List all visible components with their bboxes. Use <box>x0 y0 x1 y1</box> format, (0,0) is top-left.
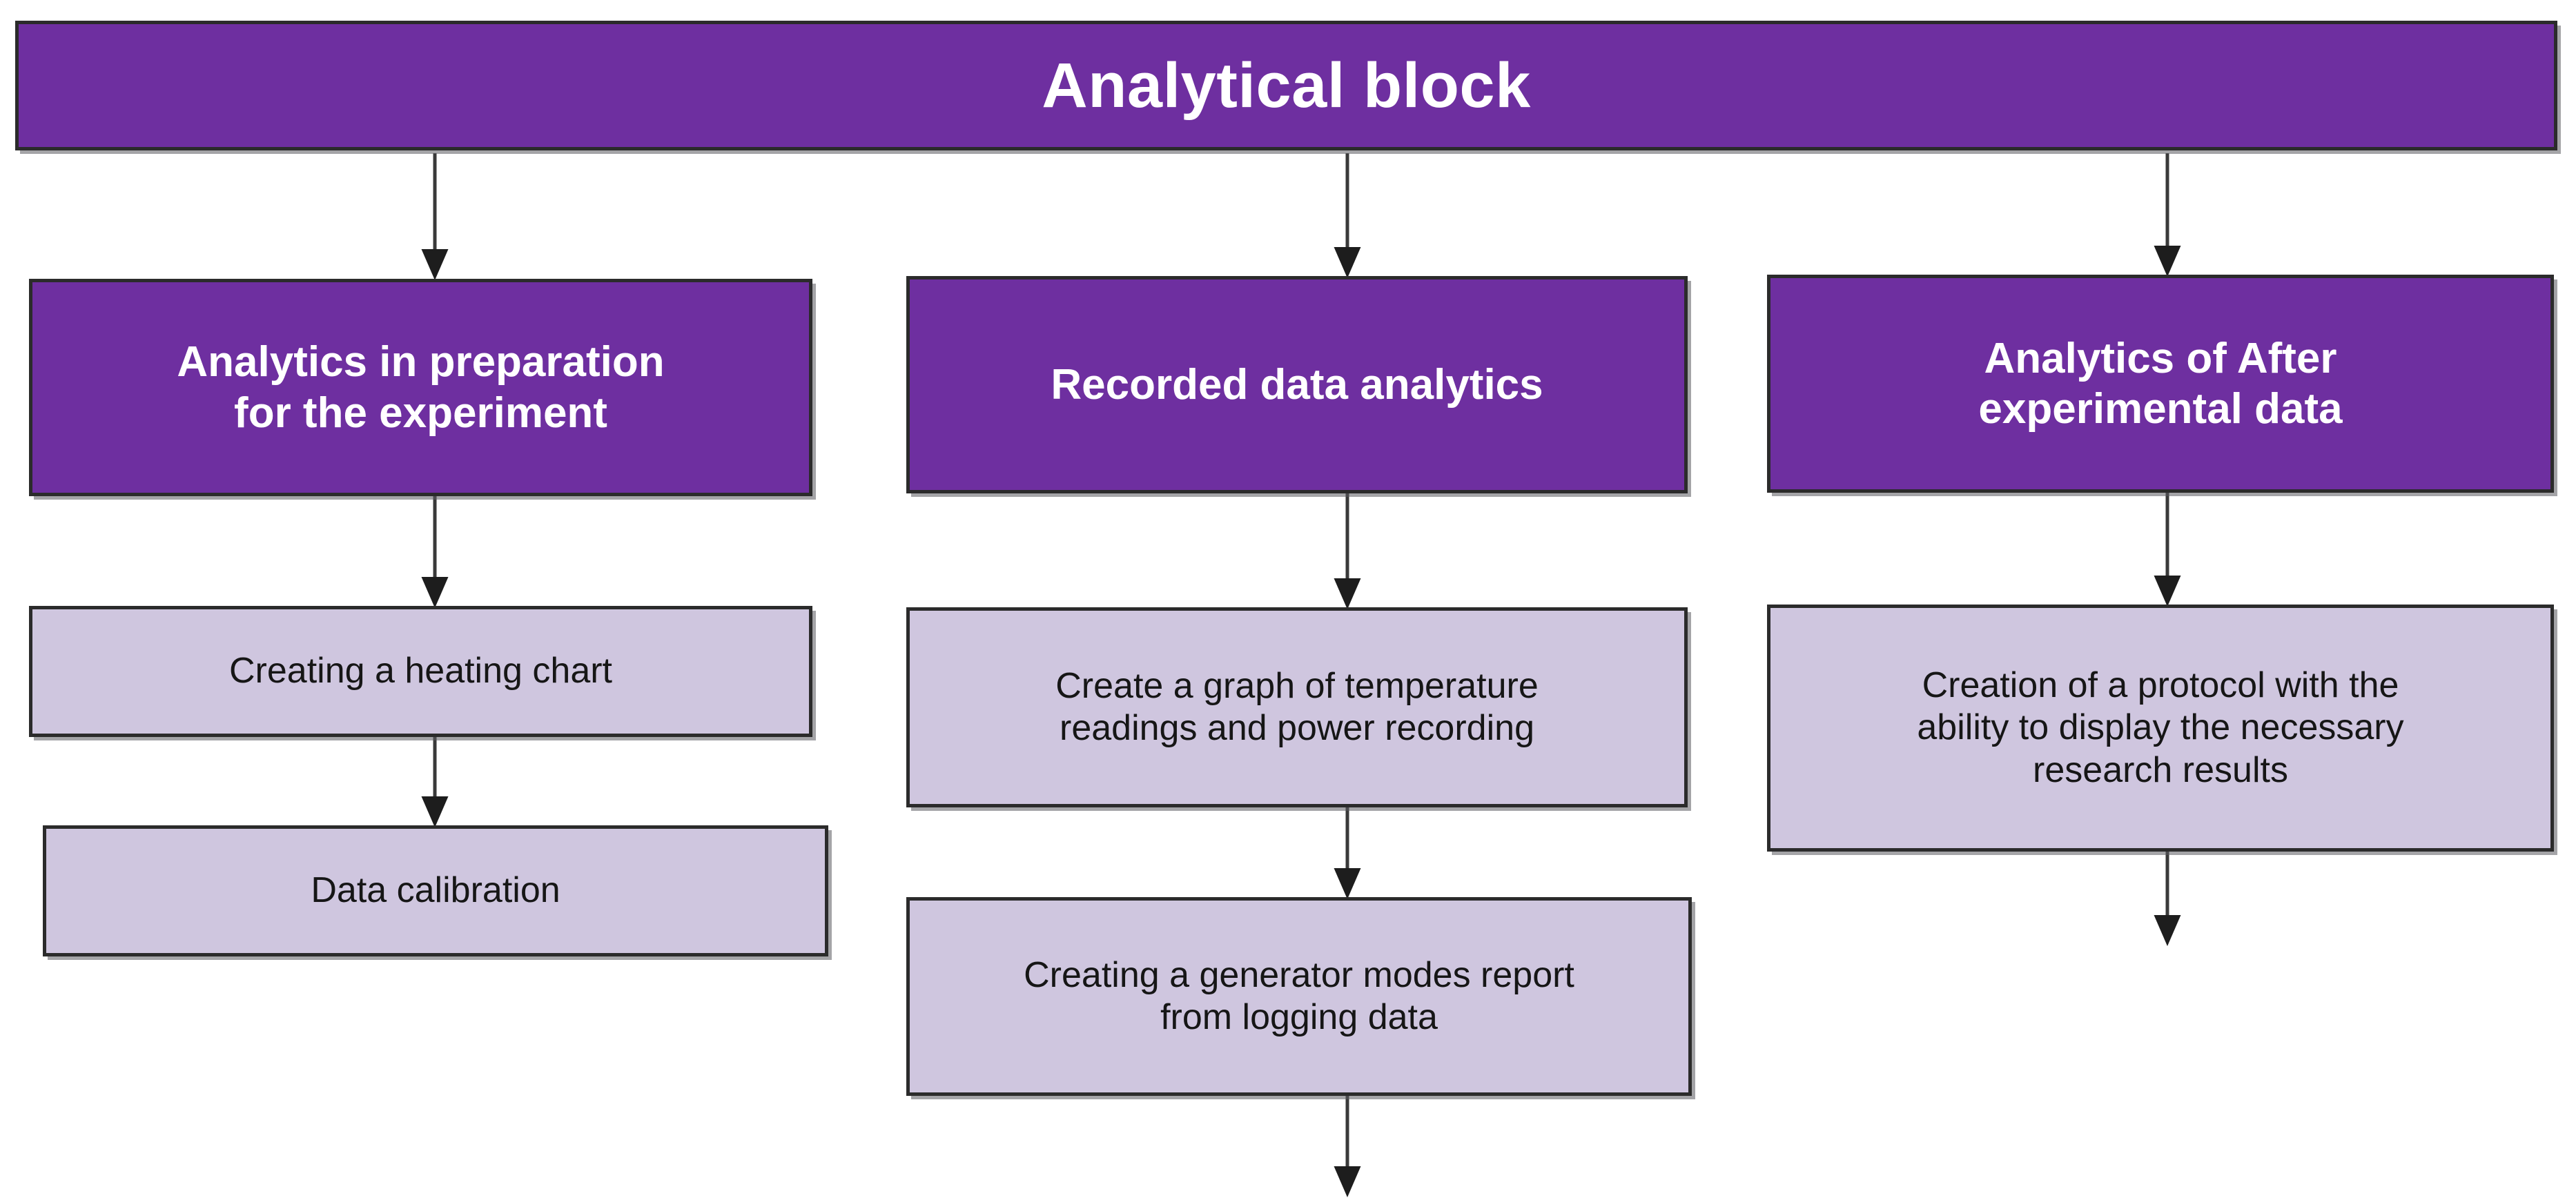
branch-header-after-experiment: Analytics of After experimental data <box>1767 275 2554 493</box>
step-label: Data calibration <box>311 870 560 911</box>
branch-header-label: Analytics in preparation for the experim… <box>177 338 665 437</box>
branch-header-label: Analytics of After experimental data <box>1978 334 2343 433</box>
step-label: Creating a heating chart <box>228 651 612 691</box>
step-label: Creation of a protocol with the ability … <box>1917 665 2404 790</box>
diagram-title-bar: Analytical block <box>15 21 2557 150</box>
diagram-title-label: Analytical block <box>1042 50 1531 121</box>
step-data-calibration: Data calibration <box>43 825 828 956</box>
branch-header-label: Recorded data analytics <box>1051 360 1543 409</box>
step-heating-chart: Creating a heating chart <box>29 606 812 737</box>
step-label: Create a graph of temperature readings a… <box>1055 665 1539 748</box>
branch-header-recorded-data: Recorded data analytics <box>906 276 1688 493</box>
step-generator-report: Creating a generator modes report from l… <box>906 897 1692 1096</box>
step-label: Creating a generator modes report from l… <box>1024 954 1574 1037</box>
branch-header-preparation: Analytics in preparation for the experim… <box>29 279 812 496</box>
step-temperature-graph: Create a graph of temperature readings a… <box>906 607 1688 807</box>
step-protocol-creation: Creation of a protocol with the ability … <box>1767 605 2554 852</box>
